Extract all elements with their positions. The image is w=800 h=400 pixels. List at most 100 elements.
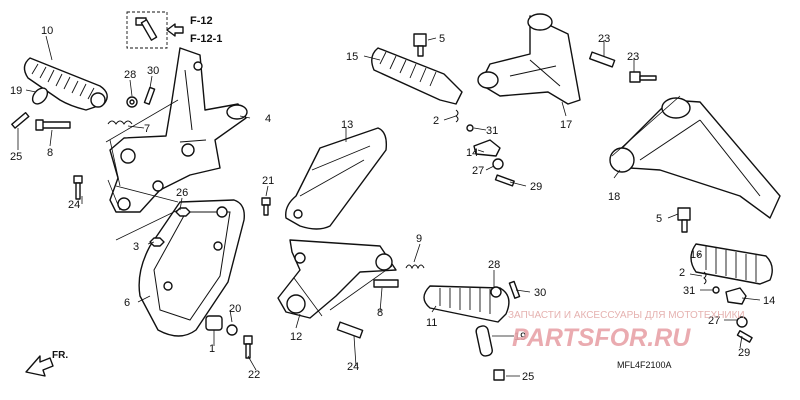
left-peg-bolt [35, 119, 71, 131]
diagram-code: MFL4F2100A [617, 360, 672, 370]
left-step-bracket [109, 47, 248, 213]
part-number: 16 [690, 249, 702, 261]
part-number: 25 [522, 371, 534, 383]
passenger-peg-bolt [677, 207, 691, 233]
plate-bolt [261, 197, 271, 216]
part-number: 13 [341, 119, 353, 131]
part-number: 19 [514, 331, 526, 343]
right-step-bracket [277, 239, 397, 319]
upper-peg-bolt [413, 33, 427, 57]
part-number: 18 [608, 191, 620, 203]
guard-collar [205, 315, 223, 331]
part-number: 14 [763, 295, 775, 307]
part-number: 7 [144, 123, 150, 135]
passenger-washer [736, 316, 748, 328]
part-number: 31 [486, 125, 498, 137]
right-peg-pin-small [508, 280, 521, 299]
guard-nut-b [149, 237, 165, 247]
passenger-footpeg [690, 243, 773, 285]
part-number: 1 [209, 343, 215, 355]
part-number: 10 [41, 25, 53, 37]
part-number: 2 [433, 115, 439, 127]
part-number: 25 [10, 151, 22, 163]
part-number: 27 [708, 315, 720, 327]
watermark-logo: PARTSFOR.RU [512, 324, 691, 352]
part-number: 27 [472, 165, 484, 177]
part-number: 20 [229, 303, 241, 315]
upper-screw [494, 174, 515, 187]
part-number: 8 [377, 307, 383, 319]
passenger-bracket-upper [477, 13, 581, 105]
right-bracket-pin [373, 279, 399, 288]
part-number: 3 [133, 241, 139, 253]
part-number: 24 [347, 361, 359, 373]
part-number: 23 [627, 51, 639, 63]
part-number: 14 [466, 147, 478, 159]
part-number: 21 [262, 175, 274, 187]
passenger-bracket-lower [609, 97, 781, 219]
right-footpeg-rubber [423, 285, 510, 323]
return-spring [107, 120, 133, 125]
right-peg-pin [475, 325, 493, 357]
passenger-bolt-b [629, 71, 657, 83]
part-number: 30 [534, 287, 546, 299]
part-number: 8 [47, 147, 53, 159]
part-number: 23 [598, 33, 610, 45]
watermark-text: ЗАПЧАСТИ И АКСЕССУАРЫ ДЛЯ МОТОТЕХНИКИ [508, 310, 745, 321]
bracket-pin [143, 86, 156, 105]
part-number: 6 [124, 297, 130, 309]
left-footpeg-rubber [23, 57, 108, 111]
part-numbers: 10 19 25 8 28 30 7 4 24 26 3 6 20 1 22 2… [10, 25, 775, 383]
ref-arrow-icon [166, 23, 184, 37]
bracket-washer [126, 96, 138, 108]
right-peg-washer [490, 286, 502, 298]
part-number: 31 [683, 285, 695, 297]
part-number: 28 [124, 69, 136, 81]
upper-lever [473, 139, 501, 157]
part-number: 9 [416, 233, 422, 245]
part-number: 22 [248, 369, 260, 381]
leader-lines [17, 35, 761, 377]
part-number: 19 [10, 85, 22, 97]
upper-spring [455, 109, 459, 123]
right-heel-plate [285, 127, 388, 230]
reference-box: F-12 F-12-1 [126, 11, 222, 49]
guard-bolt [243, 335, 253, 359]
bracket-bolt-a [73, 175, 83, 200]
part-number: 2 [679, 267, 685, 279]
front-label: FR. [52, 350, 68, 361]
front-arrow-icon [25, 355, 54, 377]
passenger-spring [703, 271, 707, 285]
part-number: 4 [265, 113, 271, 125]
passenger-bolt-a [588, 51, 616, 68]
part-number: 26 [176, 187, 188, 199]
front-direction-indicator: FR. [25, 350, 68, 377]
guard-washer [226, 324, 238, 336]
ref-bolt-icon [135, 17, 158, 41]
part-number: 30 [147, 65, 159, 77]
right-peg-screw [493, 369, 505, 381]
reference-f12-1: F-12-1 [190, 33, 222, 45]
part-number: 29 [530, 181, 542, 193]
part-number: 24 [68, 199, 80, 211]
upper-footpeg [371, 47, 463, 105]
right-bracket-bolt [336, 321, 364, 339]
left-heel-guard [138, 199, 245, 337]
right-bracket-spring [405, 264, 425, 270]
part-number: 29 [738, 347, 750, 359]
guard-nut-a [175, 207, 191, 217]
watermark: ЗАПЧАСТИ И АКСЕССУАРЫ ДЛЯ МОТОТЕХНИКИ PA… [508, 310, 745, 352]
part-number: 5 [439, 33, 445, 45]
upper-washer [492, 158, 504, 170]
part-number: 17 [560, 119, 572, 131]
passenger-lever [725, 287, 747, 305]
reference-f12: F-12 [190, 15, 213, 27]
part-number: 5 [656, 213, 662, 225]
part-number: 15 [346, 51, 358, 63]
part-number: 11 [426, 317, 437, 329]
passenger-screw [736, 330, 753, 343]
part-number: 12 [290, 331, 302, 343]
part-number: 28 [488, 259, 500, 271]
left-peg-screw [11, 111, 30, 129]
